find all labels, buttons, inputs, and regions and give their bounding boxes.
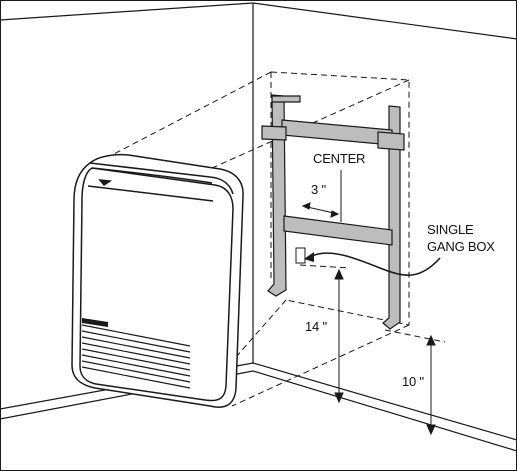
ceiling-line-left: [0, 2, 254, 21]
box-level-dash: [299, 264, 351, 269]
floor-edge-right: [252, 362, 517, 441]
label-gang-box: GANG BOX: [427, 239, 495, 254]
baseboard-right: [252, 370, 517, 452]
center-dimension: [301, 170, 342, 222]
wire-leader-line: [311, 252, 441, 276]
wall-heater-icon: [71, 153, 244, 408]
label-height-14in: 14 ": [305, 319, 327, 334]
label-offset-3in: 3 ": [311, 182, 326, 197]
wire-arrowhead: [304, 252, 314, 262]
label-height-10in: 10 ": [402, 374, 424, 389]
bracket-outline-dashed: [270, 71, 410, 326]
heater-grille: [81, 324, 191, 389]
bracket-bottom-dash: [384, 329, 446, 343]
projection-lines: [111, 71, 446, 407]
label-center: CENTER: [313, 151, 365, 166]
ceiling-line-right: [252, 2, 517, 40]
junction-box-icon: [295, 247, 306, 264]
logo-mark: [98, 179, 113, 187]
height-dimensions: [334, 268, 436, 436]
label-single: SINGLE: [427, 222, 474, 237]
